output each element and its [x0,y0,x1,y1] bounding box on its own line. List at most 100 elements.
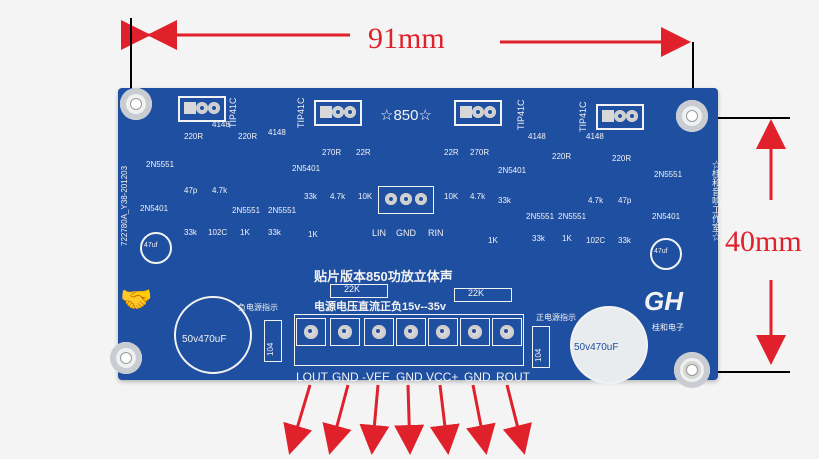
part-10k-1: 10K [358,192,373,201]
pcb-board: TIP41C TIP41C TIP41C TIP41C ☆850☆ 722780… [110,88,721,388]
board-title: 贴片版本850功放立体声 [314,269,453,284]
part-33k-1: 33k [304,192,317,201]
part-4148-1: 4148 [212,120,230,129]
terminal-rout [492,318,522,346]
cap-104-right [532,326,550,368]
part-2n5551-2: 2N5551 [232,206,261,215]
tip41c-label-3: TIP41C [516,99,526,130]
part-4148-4: 4148 [586,132,604,141]
terminal-label-gnd-2: GND [396,370,423,384]
part-2n5551-4: 2N5551 [654,170,683,179]
part-4.7k-4: 4.7k [588,196,604,205]
input-lin-label: LIN [372,228,387,238]
part-102c-1: 102C [208,228,228,237]
terminal-label-gnd-3: GND [464,370,491,384]
part-2n5401-2: 2N5401 [140,204,169,213]
part-2n5401-1: 2N5401 [292,164,321,173]
part-33k-5: 33k [532,234,545,243]
part-4148-3: 4148 [528,132,546,141]
cap-47uf-right-label: 47uf [654,248,668,255]
part-33k-6: 33k [618,236,631,245]
cap-470uf-right [570,306,648,384]
part-33k-2: 33k [184,228,197,237]
cap-47uf-left [140,232,172,264]
mounting-hole-top-right [676,100,708,132]
part-2n5401-4: 2N5401 [652,212,681,221]
model-label: ☆850☆ [380,107,432,124]
input-rin-label: RIN [428,228,444,238]
terminal-label-gnd-1: GND [332,370,359,384]
terminal-label-lout: LOUT [296,370,329,384]
terminal-block [294,314,524,366]
terminal-label-vee: -VEE [362,370,391,384]
part-2n5551-3: 2N5551 [268,206,297,215]
part-2n5551-1: 2N5551 [146,160,175,169]
tip41c-footprint-1 [178,96,226,122]
part-270r-2: 270R [470,148,490,157]
part-10k-2: 10K [444,192,459,201]
part-1k-1: 1K [240,228,250,237]
mounting-hole-bottom-left [110,342,142,374]
tip41c-label-2: TIP41C [296,97,306,128]
part-220r-4: 220R [612,154,632,163]
brand-name: 桂和电子 [652,323,684,332]
part-220r-3: 220R [552,152,572,161]
part-270r-1: 270R [322,148,342,157]
tip41c-footprint-4 [596,104,644,130]
input-connector [378,186,434,214]
cap-47uf-left-label: 47uf [144,242,158,249]
part-33k-3: 33k [268,228,281,237]
cap-470uf-left [174,296,252,374]
resistor-22k-right [454,288,512,302]
cap-47uf-right [650,238,682,270]
mounting-hole-bottom-right [674,352,710,388]
part-4.7k-1: 4.7k [212,186,228,195]
resistor-22k-right-label: 22K [468,288,485,298]
tip41c-label-4: TIP41C [578,101,588,132]
part-47p-2: 47p [618,196,632,205]
pos-power-indicator: 正电源指示 [536,313,576,322]
part-220r-1: 220R [184,132,204,141]
terminal-vcc [428,318,458,346]
part-2n5401-3: 2N5401 [498,166,527,175]
part-22r-1: 22R [356,148,371,157]
height-label: 40mm [725,225,802,258]
part-22r-2: 22R [444,148,459,157]
terminal-label-vcc: VCC+ [426,370,459,384]
power-spec: 电源电压直流正负15v--35v [314,301,447,313]
part-1k-4: 1K [488,236,498,245]
terminal-gnd-2 [396,318,426,346]
resistor-22k-left-label: 22K [344,284,361,294]
cap-470uf-right-label: 50v470uF [574,342,619,353]
input-gnd-label: GND [396,228,416,238]
part-47p-1: 47p [184,186,198,195]
cap-104-right-label: 104 [534,348,543,362]
part-220r-2: 220R [238,132,258,141]
part-102c-2: 102C [586,236,606,245]
cap-104-left-label: 104 [266,342,275,356]
mounting-hole-top-left [120,88,152,120]
handshake-icon: 🤝 [120,284,153,314]
part-4.7k-3: 4.7k [470,192,486,201]
brand-logo: GH [644,286,683,316]
cap-470uf-left-label: 50v470uF [182,334,227,345]
terminal-vee [364,318,394,346]
tip41c-footprint-2 [314,100,362,126]
width-label: 91mm [368,22,445,55]
part-33k-4: 33k [498,196,511,205]
terminal-lout [296,318,326,346]
part-4148-2: 4148 [268,128,286,137]
terminal-gnd-1 [330,318,360,346]
neg-power-indicator: 负电源指示 [238,303,278,312]
terminal-gnd-3 [460,318,490,346]
resistor-22k-left [330,284,388,298]
tip41c-footprint-3 [454,100,502,126]
cap-104-left [264,320,282,362]
terminal-label-rout: ROUT [496,370,530,384]
part-2n5551-5: 2N5551 [526,212,555,221]
serial-label: 722780A_Y38-201203 [120,165,129,246]
part-1k-3: 1K [562,234,572,243]
part-2n5551-6: 2N5551 [558,212,587,221]
part-1k-2: 1K [308,230,318,239]
part-4.7k-2: 4.7k [330,192,346,201]
